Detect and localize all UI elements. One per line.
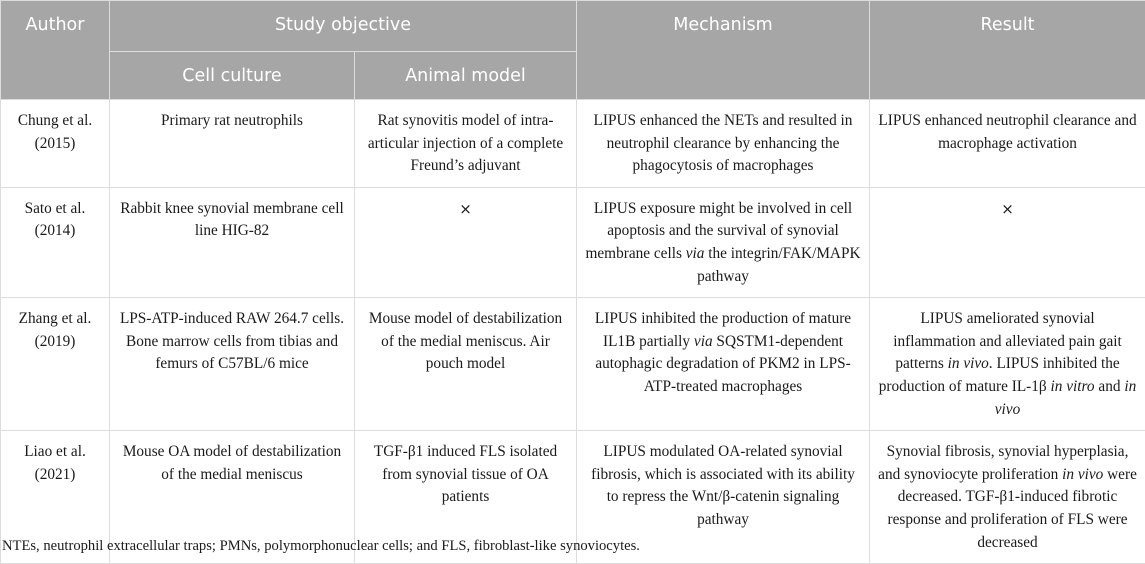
italic-text: in vitro [1051,378,1095,395]
cell-result: LIPUS enhanced neutrophil clearance and … [870,100,1145,188]
text-run: and [1095,378,1125,395]
header-animal-model: Animal model [355,52,577,100]
table-header: Author Study objective Mechanism Result … [1,1,1145,100]
table-footnote: NTEs, neutrophil extracellular traps; PM… [2,538,640,555]
cell-cell-culture: Rabbit knee synovial membrane cell line … [110,187,355,297]
cell-result: LIPUS ameliorated synovial inflammation … [870,298,1145,431]
header-author: Author [1,1,110,100]
italic-text: via [686,245,705,262]
cell-mechanism: LIPUS inhibited the production of mature… [577,298,870,431]
cell-cell-culture: LPS-ATP-induced RAW 264.7 cells. Bone ma… [110,298,355,431]
cell-cell-culture: Primary rat neutrophils [110,100,355,188]
table-row: Sato et al. (2014) Rabbit knee synovial … [1,187,1145,297]
italic-text: in vivo [1062,466,1103,483]
cell-author: Zhang et al. (2019) [1,298,110,431]
italic-text: via [694,333,713,350]
table-row: Chung et al. (2015) Primary rat neutroph… [1,100,1145,188]
cell-result: Synovial fibrosis, synovial hyperplasia,… [870,431,1145,564]
cell-animal-model: Mouse model of destabilization of the me… [355,298,577,431]
cell-result-none: × [870,187,1145,297]
header-mechanism: Mechanism [577,1,870,100]
header-cell-culture: Cell culture [110,52,355,100]
text-run: the integrin/FAK/MAPK pathway [697,245,860,285]
header-study-objective: Study objective [110,1,577,52]
cell-animal-model-none: × [355,187,577,297]
cell-mechanism: LIPUS enhanced the NETs and resulted in … [577,100,870,188]
cell-animal-model: Rat synovitis model of intra-articular i… [355,100,577,188]
table-row: Zhang et al. (2019) LPS-ATP-induced RAW … [1,298,1145,431]
header-result: Result [870,1,1145,100]
cell-author: Sato et al. (2014) [1,187,110,297]
cell-mechanism: LIPUS exposure might be involved in cell… [577,187,870,297]
italic-text: in vivo [948,355,989,372]
cell-author: Chung et al. (2015) [1,100,110,188]
